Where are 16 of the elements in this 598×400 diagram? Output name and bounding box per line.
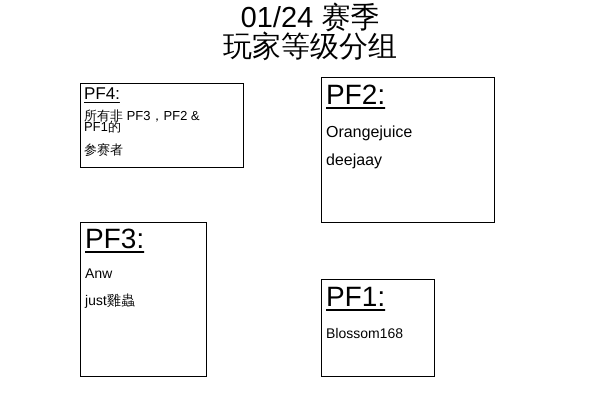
group-heading: PF2:	[326, 79, 386, 110]
player-name: Blossom168	[326, 324, 404, 342]
title: 01/24 赛季玩家等级分组	[222, 4, 398, 62]
group-box	[80, 222, 207, 377]
group-box	[321, 279, 435, 377]
player-name: Orangejuice	[326, 123, 412, 143]
group-box	[80, 83, 244, 168]
group-box	[321, 77, 495, 223]
group-heading: PF3:	[85, 223, 144, 254]
group-heading: PF1:	[326, 281, 386, 312]
group-heading: PF4:	[84, 84, 120, 103]
description-text: 参赛者	[84, 143, 123, 157]
player-name: Anw	[85, 264, 112, 282]
player-name: just雞蟲	[85, 291, 135, 309]
player-name: deejaay	[326, 151, 382, 171]
description-text: 所有非 PF3，PF2 & PF1的	[84, 110, 201, 132]
